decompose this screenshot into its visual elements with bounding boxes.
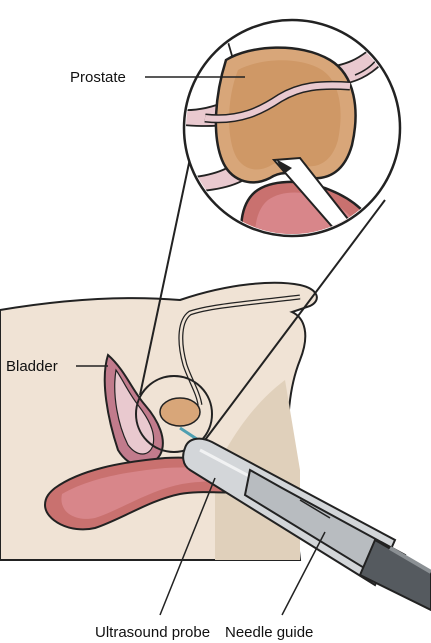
prostate-small: [160, 398, 200, 426]
prostate-label: Prostate: [70, 69, 126, 86]
ultrasound-probe-label: Ultrasound probe: [95, 624, 210, 641]
needle-guide-label: Needle guide: [225, 624, 313, 641]
bladder-label: Bladder: [6, 358, 58, 375]
